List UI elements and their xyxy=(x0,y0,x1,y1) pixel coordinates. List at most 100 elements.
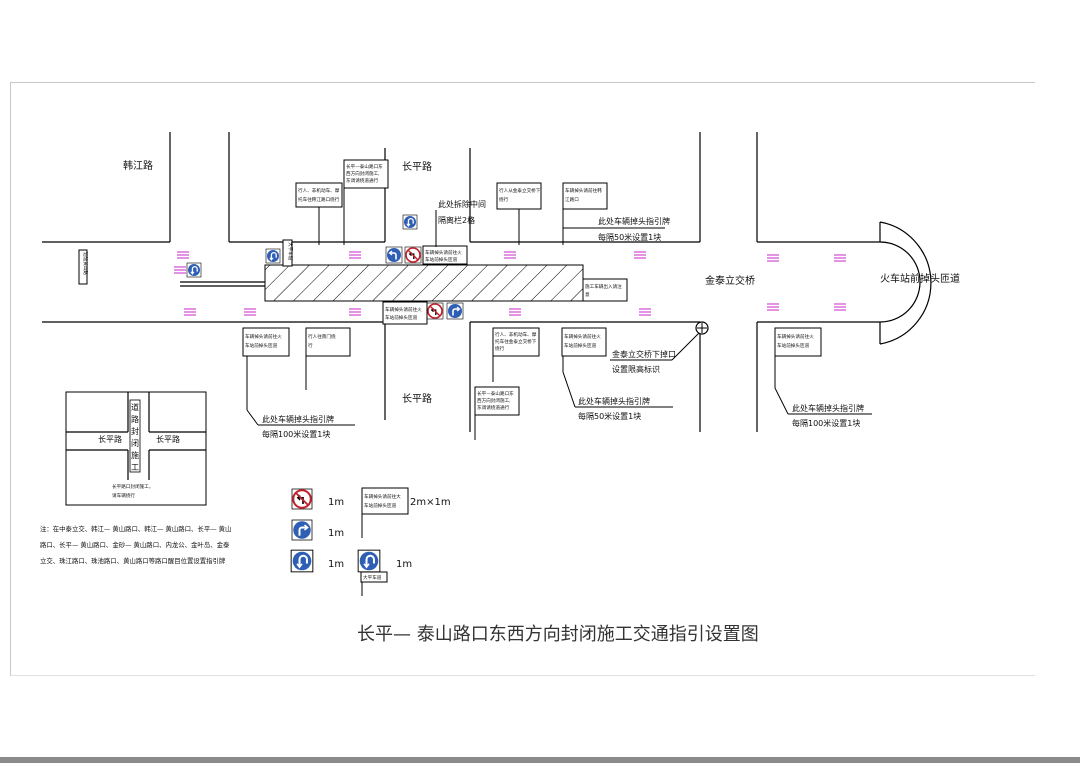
note-guide-right: 此处车辆掉头指引牌 每隔100米设置1块 xyxy=(774,387,872,428)
svg-text:道: 道 xyxy=(131,402,139,412)
svg-text:江路口: 江路口 xyxy=(565,196,579,203)
road-label-bridge: 金泰立交桥 xyxy=(705,274,755,287)
svg-text:车站前掉头匝道: 车站前掉头匝道 xyxy=(425,256,458,263)
svg-text:车站前掉头匝道: 车站前掉头匝道 xyxy=(385,314,418,321)
svg-text:长平—泰山路口东: 长平—泰山路口东 xyxy=(477,390,514,397)
svg-text:东调请绕道通行: 东调请绕道通行 xyxy=(346,177,379,184)
svg-text:长平路: 长平路 xyxy=(156,434,180,444)
svg-text:行人、非机动车、摩: 行人、非机动车、摩 xyxy=(495,331,537,338)
board-north-sign: 车辆掉头请前往火 车站前掉头匝道 xyxy=(422,245,468,265)
board-s4: 车辆掉头请前往火 车站前掉头匝道 xyxy=(561,327,607,372)
svg-text:每隔100米设置1块: 每隔100米设置1块 xyxy=(792,418,860,428)
legend: 1m 1m 1m 1m 大平车道 车辆掉头请前往大 车站前掉头匝道 2m×1m xyxy=(290,487,451,596)
uturn-sign-icon xyxy=(290,549,314,573)
svg-text:绕行: 绕行 xyxy=(495,345,505,352)
svg-text:大平车道: 大平车道 xyxy=(363,574,382,581)
board-site: 施工车辆出入请注 意 xyxy=(582,278,628,302)
post-board-text: 大平车道 xyxy=(287,242,294,261)
road-label-hanjiang: 韩江路 xyxy=(123,159,153,172)
svg-text:托车往金泰立交桥下: 托车往金泰立交桥下 xyxy=(495,338,537,345)
svg-text:施工车辆出入请注: 施工车辆出入请注 xyxy=(585,283,622,290)
note-barrier: 此处拆除中间 隔离栏2格 xyxy=(435,199,486,247)
legend-size-right: 1m xyxy=(328,528,344,539)
svg-text:设置限高标识: 设置限高标识 xyxy=(612,364,660,374)
svg-text:车站前掉头匝道: 车站前掉头匝道 xyxy=(777,342,810,349)
board-ne1: 行人从金泰立交桥下 绕行 xyxy=(496,182,542,245)
right-turn-sign-icon xyxy=(291,519,313,541)
svg-text:车辆掉头请前往韩: 车辆掉头请前往韩 xyxy=(565,187,602,194)
left-turn-sign-icon xyxy=(385,246,403,264)
road-label-changping-south: 长平路 xyxy=(402,392,432,405)
no-left-turn-sign-icon xyxy=(404,246,422,264)
note-bridge-sign: 金泰立交桥下掉口 设置限高标识 xyxy=(610,332,700,374)
svg-text:车辆掉头请前往火: 车辆掉头请前往火 xyxy=(425,249,462,256)
board-s2: 行人往南门绕 行 xyxy=(305,327,351,390)
no-left-turn-sign-icon xyxy=(291,488,313,510)
svg-text:每隔50米设置1块: 每隔50米设置1块 xyxy=(598,232,661,242)
note-guide-left: 此处车辆掉头指引牌 每隔100米设置1块 xyxy=(246,409,355,439)
svg-text:闭: 闭 xyxy=(131,439,139,448)
legend-size-uturn2: 1m xyxy=(396,559,412,570)
uturn-sign-icon xyxy=(357,549,381,573)
svg-text:封: 封 xyxy=(131,426,139,436)
svg-text:车辆掉头请前往火: 车辆掉头请前往火 xyxy=(777,333,814,340)
road-label-changping-north: 长平路 xyxy=(402,160,432,173)
svg-text:车辆掉头请前往火: 车辆掉头请前往火 xyxy=(245,333,282,340)
footnote: 注：在中泰立交、韩江— 黄山路口、韩江— 黄山路口、长平— 黄山 路口、长平— … xyxy=(40,524,231,565)
svg-text:长平路口封闭施工，: 长平路口封闭施工， xyxy=(112,483,153,490)
svg-text:每隔50米设置1块: 每隔50米设置1块 xyxy=(578,411,641,421)
svg-text:西方向封闭施工,: 西方向封闭施工, xyxy=(346,170,380,177)
diagram-title: 长平— 泰山路口东西方向封闭施工交通指引设置图 xyxy=(357,624,759,645)
construction-zone xyxy=(264,264,584,302)
svg-text:意: 意 xyxy=(585,291,590,298)
board-nw1: 长平—泰山路口东 西方向封闭施工, 东调请绕道通行 xyxy=(343,159,389,245)
post-board xyxy=(282,239,293,267)
svg-text:车辆掉头请前往火: 车辆掉头请前往火 xyxy=(564,333,601,340)
uturn-sign-icon xyxy=(265,248,281,264)
svg-text:路: 路 xyxy=(131,414,139,424)
svg-text:金泰立交桥下掉口: 金泰立交桥下掉口 xyxy=(612,349,676,359)
svg-text:托车往韩江路口绕行: 托车往韩江路口绕行 xyxy=(298,196,340,203)
note-guide-center: 此处车辆掉头指引牌 每隔50米设置1块 xyxy=(562,209,670,242)
svg-text:车辆掉头请前往大: 车辆掉头请前往大 xyxy=(364,493,401,500)
inset-diagram: 道 路 封 闭 施 工 长平路 长平路 长平路口封闭施工， 请车辆绕行 xyxy=(65,391,207,506)
board-nw2: 行人、非机动车、摩 托车往韩江路口绕行 xyxy=(295,182,343,245)
board-e1: 车辆掉头请前往火 车站前掉头匝道 xyxy=(774,327,822,388)
svg-text:工: 工 xyxy=(131,463,139,472)
svg-text:西方向封闭施工,: 西方向封闭施工, xyxy=(477,397,511,404)
svg-text:此处拆除中间: 此处拆除中间 xyxy=(438,199,486,209)
svg-text:立交、珠江路口、珠池路口、黄山路口等路口醒目位置设置指引牌: 立交、珠江路口、珠池路口、黄山路口等路口醒目位置设置指引牌 xyxy=(40,556,226,565)
legend-size-board: 2m×1m xyxy=(410,497,451,508)
svg-text:长平路: 长平路 xyxy=(98,434,122,444)
board-south-sign: 车辆掉头请前往火 车站前掉头匝道 xyxy=(382,301,428,325)
svg-text:路口、长平— 黄山路口、金砂— 黄山路口、内龙公、金叶岛、金: 路口、长平— 黄山路口、金砂— 黄山路口、内龙公、金叶岛、金泰 xyxy=(40,540,230,549)
svg-text:长平—泰山路口东: 长平—泰山路口东 xyxy=(346,163,383,170)
svg-text:每隔100米设置1块: 每隔100米设置1块 xyxy=(262,429,330,439)
svg-text:绕行: 绕行 xyxy=(499,196,509,203)
road-label-turnaround: 火车站前掉头匝道 xyxy=(880,272,960,285)
board-s1: 车辆掉头请前往火 车站前掉头匝道 xyxy=(242,327,290,410)
svg-text:行人、非机动车、摩: 行人、非机动车、摩 xyxy=(298,187,340,194)
svg-text:此处车辆掉头指引牌: 此处车辆掉头指引牌 xyxy=(262,414,334,424)
svg-text:注：在中泰立交、韩江— 黄山路口、韩江— 黄山路口、长平—: 注：在中泰立交、韩江— 黄山路口、韩江— 黄山路口、长平— 黄山 xyxy=(40,524,231,533)
svg-text:此处车辆掉头指引牌: 此处车辆掉头指引牌 xyxy=(792,403,864,413)
right-turn-sign-icon xyxy=(446,302,464,320)
bottom-bar xyxy=(0,757,1080,763)
svg-text:车站前掉头匝道: 车站前掉头匝道 xyxy=(364,502,397,509)
svg-text:行: 行 xyxy=(308,342,313,349)
svg-text:行人往南门绕: 行人往南门绕 xyxy=(308,333,336,340)
board-s3: 行人、非机动车、摩 托车往金泰立交桥下 绕行 xyxy=(492,327,540,382)
height-limit-marker-icon xyxy=(695,321,709,335)
legend-size-noleft: 1m xyxy=(328,497,344,508)
svg-text:此处车辆掉头指引牌: 此处车辆掉头指引牌 xyxy=(578,396,650,406)
svg-text:此处车辆掉头指引牌: 此处车辆掉头指引牌 xyxy=(598,216,670,226)
svg-text:请车辆绕行: 请车辆绕行 xyxy=(112,492,135,499)
svg-text:车辆掉头请前往火: 车辆掉头请前往火 xyxy=(385,306,422,313)
uturn-sign-icon xyxy=(402,214,418,230)
board-s5: 长平—泰山路口东 西方向封闭施工, 东调请绕道通行 xyxy=(474,386,520,440)
left-post-text: 汕汕黄山路 xyxy=(82,252,89,275)
svg-text:东调请绕道通行: 东调请绕道通行 xyxy=(477,404,510,411)
svg-text:行人从金泰立交桥下: 行人从金泰立交桥下 xyxy=(499,187,541,194)
drawing-frame xyxy=(10,82,1035,676)
